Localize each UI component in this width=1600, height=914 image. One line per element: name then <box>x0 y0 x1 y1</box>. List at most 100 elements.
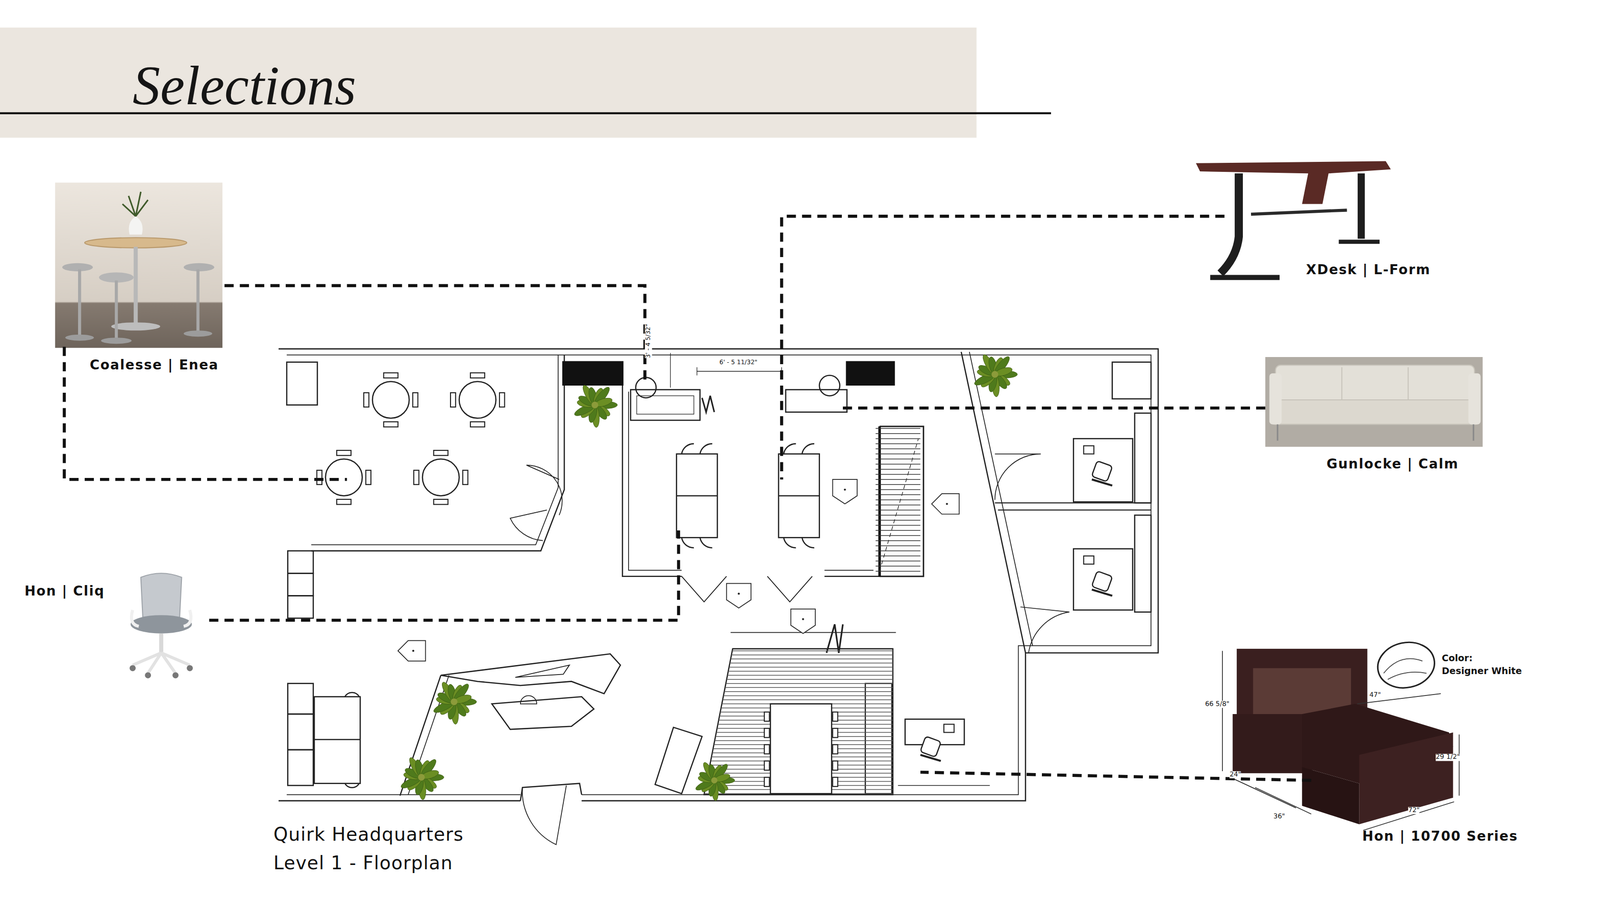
floorplan-drawing <box>286 362 318 406</box>
plant-symbol <box>450 698 458 706</box>
stair-tread <box>875 484 921 485</box>
floorplan-drawing <box>994 454 1041 500</box>
stair-tread <box>875 570 921 572</box>
calm-sofa-photo <box>1472 424 1475 441</box>
floorplan-drawing <box>898 785 990 787</box>
stair-tread <box>875 443 921 444</box>
leader-line <box>224 285 645 380</box>
leader-line <box>781 216 1225 480</box>
product-card: Hon | Cliq <box>20 566 205 681</box>
plant-symbol <box>694 761 735 802</box>
plant-symbol <box>591 401 599 409</box>
stair-tread <box>875 433 921 434</box>
dimension-label: 66 5/8" <box>1205 700 1230 709</box>
floorplan-drawing <box>344 692 360 789</box>
floor-hatch <box>693 675 899 676</box>
cafe-table <box>459 381 496 419</box>
product-card: XDesk | L-Form <box>1193 158 1450 291</box>
stair-tread <box>875 469 921 470</box>
stair-tread <box>875 448 921 450</box>
product-card: Gunlocke | Calm <box>1265 357 1485 476</box>
calm-sofa-photo <box>1265 357 1483 448</box>
enea-photo <box>114 280 118 339</box>
floorplan-drawing <box>562 361 624 386</box>
stair-tread <box>875 514 921 516</box>
calm-sofa-photo <box>1265 357 1483 448</box>
calm-sofa-photo <box>1407 367 1409 400</box>
leader-line <box>209 530 679 621</box>
cafe-table <box>336 450 351 456</box>
header-band <box>0 27 977 138</box>
conference-chair <box>832 712 839 722</box>
floorplan-drawing <box>1020 607 1070 653</box>
office-chair-symbol <box>920 755 941 762</box>
hon-10700-desk-illustration <box>1301 767 1360 825</box>
plant-symbol <box>973 353 1018 398</box>
dimension-label: 72" <box>1408 807 1420 815</box>
floorplan-drawing <box>1134 515 1151 613</box>
enea-photo <box>122 191 149 217</box>
floorplan-drawing <box>696 367 698 376</box>
stair-tread <box>875 525 921 526</box>
plant-symbol <box>418 774 425 781</box>
xdesk-illustration <box>1195 161 1391 278</box>
conference-chair <box>832 777 839 787</box>
floorplan-drawing <box>314 739 360 741</box>
stair-tread <box>875 510 921 511</box>
cliq-chair-illustration <box>132 652 190 674</box>
section-marker <box>398 640 426 662</box>
stair-tread <box>875 459 921 460</box>
floorplan-drawing <box>510 510 547 541</box>
floorplan-drawing <box>287 750 314 786</box>
conference-chair <box>832 761 839 771</box>
color-note: Color: <box>1441 654 1473 665</box>
floor-hatch <box>693 650 899 651</box>
floorplan-drawing <box>778 495 820 497</box>
floorplan-drawing <box>526 465 563 516</box>
cliq-chair-illustration <box>140 573 182 622</box>
cafe-table <box>413 450 469 505</box>
section-marker-dot <box>801 618 804 621</box>
cliq-chair-illustration <box>129 573 193 679</box>
g-shape <box>693 650 899 794</box>
floorplan-drawing <box>778 454 820 539</box>
enea-photo <box>183 330 213 337</box>
cafe-table <box>383 372 399 379</box>
floorplan-drawing <box>314 697 360 784</box>
hon-10700-desk-illustration <box>1255 787 1312 815</box>
enea-photo <box>133 247 139 325</box>
section-marker-dot <box>737 592 740 595</box>
stair-tread <box>875 428 921 429</box>
stair-tread <box>875 438 921 440</box>
monitor-symbol <box>943 724 954 733</box>
floor-hatch <box>693 662 899 664</box>
stair-tread <box>875 545 921 547</box>
leader-line <box>64 347 348 480</box>
floorplan-drawing <box>630 390 700 421</box>
stair-tread <box>875 530 921 531</box>
page-title: Selections <box>132 58 357 114</box>
stair-tread <box>875 499 921 500</box>
hon-10700-desk-illustration <box>1252 668 1351 715</box>
conference-table <box>770 704 832 795</box>
floor-hatch <box>693 691 899 692</box>
section-marker <box>790 609 816 634</box>
cafe-table <box>316 470 322 485</box>
floor-hatch <box>693 687 899 689</box>
section-marker <box>832 479 858 504</box>
cafe-table <box>413 470 420 485</box>
office-chair-symbol <box>920 736 941 758</box>
cliq-chair-illustration <box>131 610 191 627</box>
floor-hatch <box>693 695 899 697</box>
floorplan-drawing <box>697 370 782 372</box>
floorplan-drawing <box>961 351 1026 653</box>
plant-symbol <box>711 777 718 784</box>
cafe-table <box>336 499 351 505</box>
stair-tread <box>875 535 921 536</box>
color-note: Designer White <box>1441 667 1522 678</box>
stair-tread <box>875 474 921 475</box>
floorplan-drawing <box>676 495 718 497</box>
floorplan-drawing <box>287 573 314 596</box>
cafe-table <box>412 392 419 408</box>
floorplan-drawing <box>287 714 314 750</box>
